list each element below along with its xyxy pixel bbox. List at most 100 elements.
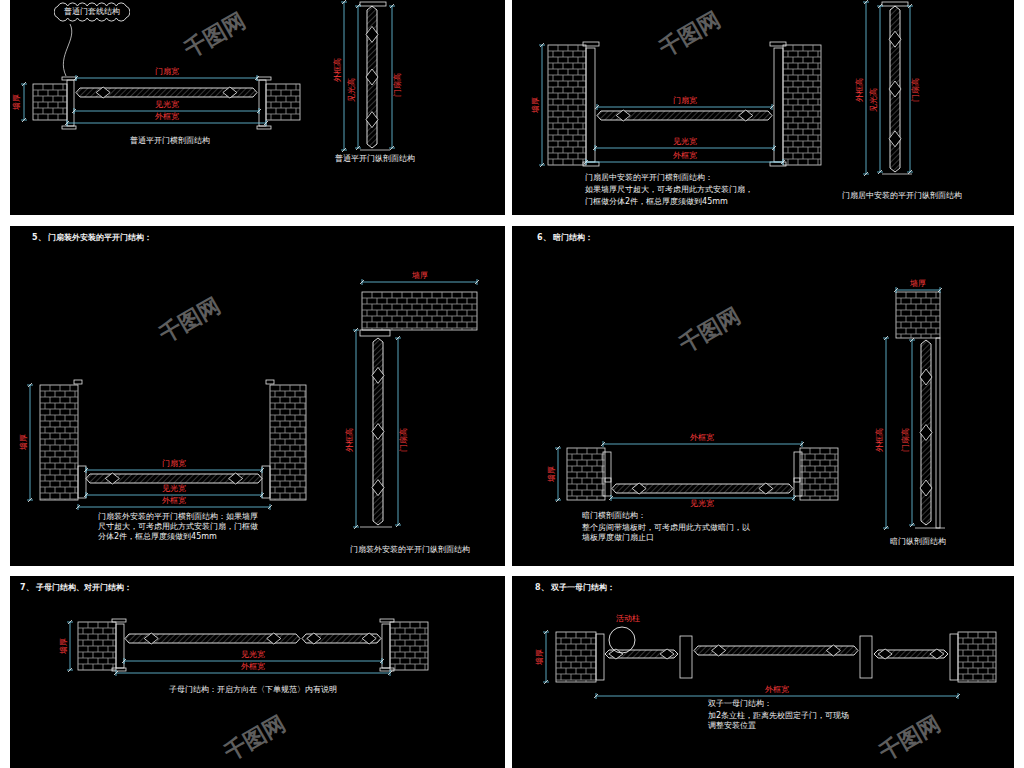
brick-joint	[808, 159, 809, 165]
brick-joint	[788, 63, 789, 69]
brick-joint	[437, 298, 438, 304]
brick-joint	[793, 105, 794, 111]
brick-joint	[803, 129, 804, 135]
frame-part	[382, 624, 390, 668]
brick-joint	[936, 292, 937, 298]
brick-joint	[803, 81, 804, 87]
brick-joint	[45, 475, 46, 481]
leaf-joint	[889, 81, 901, 97]
brick-joint	[442, 292, 443, 298]
brick-joint	[395, 628, 396, 634]
brick-joint	[420, 646, 421, 652]
brick-wall	[33, 84, 67, 120]
brick-joint	[300, 397, 301, 403]
brick-joint	[548, 51, 586, 52]
brick-joint	[410, 646, 411, 652]
brick-joint	[558, 153, 559, 159]
brick-joint	[281, 102, 282, 108]
brick-joint	[420, 634, 421, 640]
brick-joint	[285, 475, 286, 481]
brick-joint	[911, 322, 912, 328]
brick-joint	[587, 472, 588, 478]
dimension-tick	[884, 526, 888, 530]
brick-joint	[573, 87, 574, 93]
brick-joint	[803, 153, 804, 159]
brick-joint	[553, 87, 554, 93]
dimension-tick	[74, 76, 78, 80]
brick-joint	[818, 123, 819, 129]
watermark: 千图网	[675, 302, 745, 358]
brick-joint	[591, 674, 592, 680]
brick-joint	[437, 322, 438, 328]
dimension-tick	[956, 694, 960, 698]
brick-wall	[958, 632, 996, 682]
brick-joint	[568, 93, 569, 99]
brick-joint	[390, 664, 428, 665]
brick-joint	[462, 328, 463, 330]
brick-joint	[45, 427, 46, 433]
brick-joint	[548, 135, 586, 136]
brick-joint	[558, 93, 559, 99]
brick-joint	[582, 454, 583, 460]
brick-joint	[75, 415, 76, 421]
brick-joint	[407, 298, 408, 304]
brick-joint	[993, 662, 994, 668]
brick-joint	[800, 466, 838, 467]
brick-joint	[968, 644, 969, 650]
brick-joint	[78, 640, 116, 641]
brick-joint	[280, 409, 281, 415]
brick-joint	[573, 75, 574, 81]
frame-part	[770, 42, 786, 46]
brick-joint	[587, 448, 588, 454]
brick-joint	[548, 129, 586, 130]
brick-joint	[55, 427, 56, 433]
dimension-line	[866, 2, 867, 174]
brick-joint	[818, 99, 819, 105]
brick-joint	[50, 397, 51, 403]
brick-joint	[921, 334, 922, 338]
brick-joint	[63, 108, 64, 114]
brick-joint	[63, 96, 64, 102]
brick-joint	[280, 481, 281, 487]
brick-joint	[43, 84, 44, 90]
brick-joint	[291, 90, 292, 96]
brick-joint	[415, 628, 416, 634]
brick-joint	[40, 481, 78, 482]
brick-joint	[392, 304, 393, 310]
brick-joint	[276, 96, 277, 102]
brick-joint	[602, 454, 603, 460]
brick-joint	[452, 292, 453, 298]
brick-joint	[65, 487, 66, 493]
leaf-joint	[366, 112, 378, 128]
brick-joint	[798, 147, 799, 153]
dimension-label: 外框宽	[672, 151, 698, 161]
watermark: 千图网	[155, 292, 225, 348]
brick-joint	[70, 433, 71, 439]
brick-joint	[93, 652, 94, 658]
caption-text: 普通平开门横剖面结构	[130, 136, 210, 146]
frame-part	[112, 668, 126, 671]
dimension-label: 见光宽	[154, 100, 180, 110]
brick-joint	[576, 644, 577, 650]
brick-joint	[583, 87, 584, 93]
brick-joint	[290, 457, 291, 463]
brick-joint	[835, 466, 836, 472]
brick-joint	[788, 87, 789, 93]
brick-joint	[40, 439, 78, 440]
brick-joint	[40, 415, 78, 416]
dimension-tick	[264, 121, 268, 125]
brick-joint	[53, 84, 54, 90]
brick-joint	[410, 634, 411, 640]
brick-joint	[818, 51, 819, 57]
brick-joint	[70, 397, 71, 403]
brick-joint	[286, 108, 287, 114]
brick-joint	[808, 123, 809, 129]
dimension-label: 见光高	[347, 77, 357, 103]
leaf-joint	[267, 633, 281, 644]
dimension-tick	[354, 328, 358, 332]
brick-joint	[425, 664, 426, 670]
brick-joint	[60, 493, 61, 499]
dimension-line	[886, 338, 887, 528]
brick-joint	[818, 159, 819, 165]
brick-joint	[958, 674, 996, 675]
